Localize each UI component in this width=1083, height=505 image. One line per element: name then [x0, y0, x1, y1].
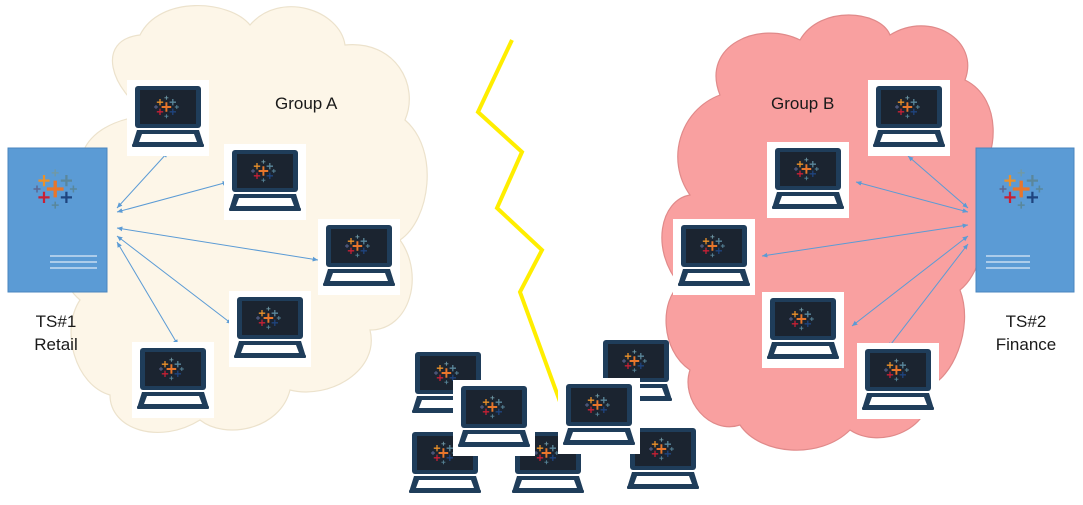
lightning-bolt-icon — [475, 39, 565, 411]
laptop-icon — [229, 291, 311, 367]
server-icon — [975, 147, 1075, 293]
laptop-icon — [127, 80, 209, 156]
laptop-icon — [558, 378, 640, 454]
server-icon — [7, 147, 108, 293]
laptop-icon — [762, 292, 844, 368]
laptop-icon — [453, 380, 535, 456]
group-a-links — [116, 151, 319, 346]
unaffiliated-laptops — [409, 340, 699, 493]
laptop-icon — [224, 144, 306, 220]
laptop-icon — [868, 80, 950, 156]
group-a-label: Group A — [275, 94, 338, 113]
laptop-icon — [318, 219, 400, 295]
laptop-icon — [673, 219, 755, 295]
server-ts1-id: TS#1 — [35, 312, 77, 331]
laptop-icon — [767, 142, 849, 218]
server-ts2-id: TS#2 — [1005, 312, 1047, 331]
laptop-icon — [132, 342, 214, 418]
server-ts1-name: Retail — [34, 335, 78, 354]
group-b-label: Group B — [771, 94, 835, 113]
server-ts2-name: Finance — [995, 335, 1057, 354]
group-b-links — [761, 155, 969, 349]
laptop-icon — [857, 343, 939, 419]
